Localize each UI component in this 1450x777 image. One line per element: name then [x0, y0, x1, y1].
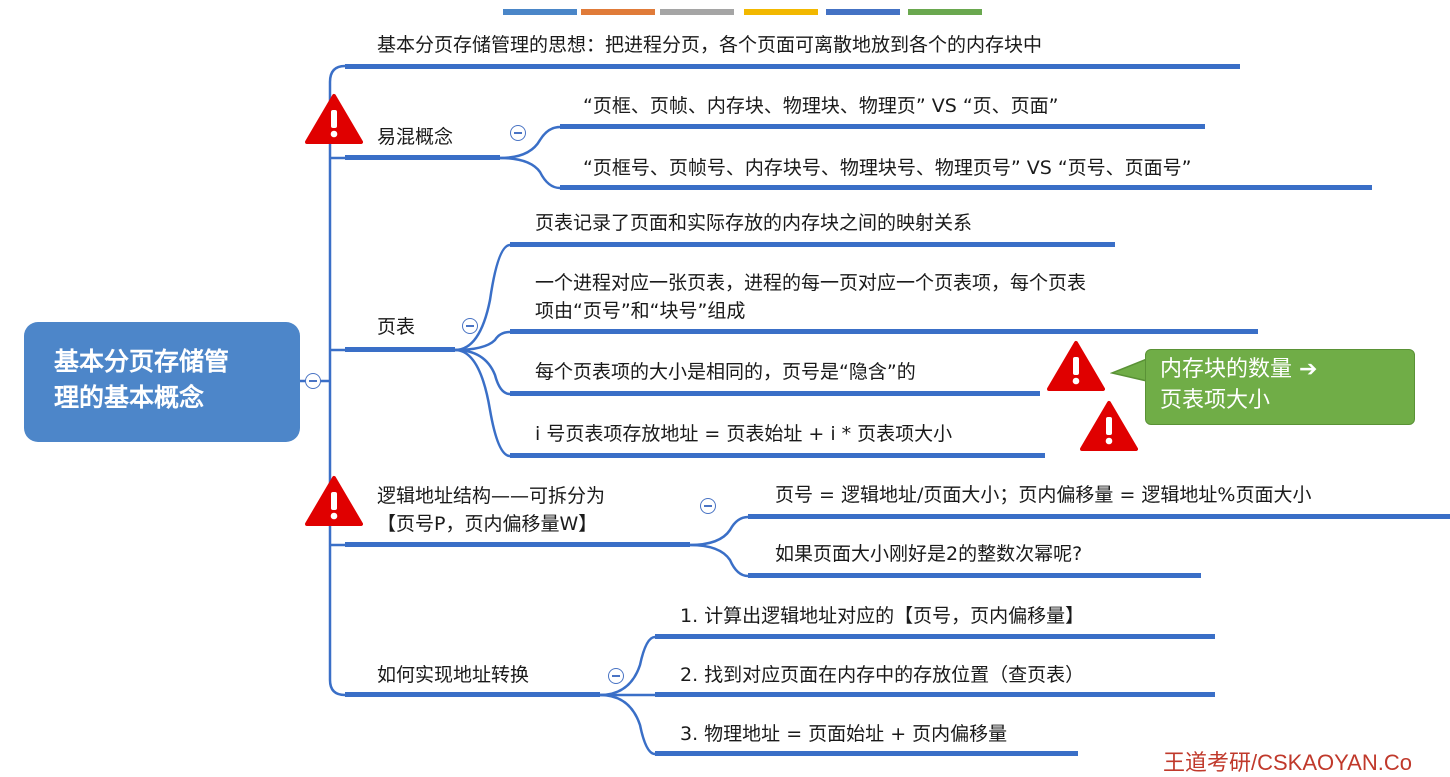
branch-idea-underline [345, 64, 1240, 69]
page-table-item-4: i 号页表项存放地址 = 页表始址 + i * 页表项大小 [535, 423, 953, 445]
confusing-item-1: “页框、页帧、内存块、物理块、物理页” VS “页、页面” [583, 95, 1059, 117]
logical-addr-collapse-toggle[interactable] [700, 498, 716, 514]
translate-item-1-underline [655, 634, 1215, 639]
translate-item-3: 3. 物理地址 = 页面始址 + 页内偏移量 [680, 723, 1008, 745]
top-color-bar-2 [581, 9, 655, 15]
page-table-item-1-underline [510, 242, 1115, 247]
top-color-bar-5 [826, 9, 900, 15]
branch-page-table-underline [345, 347, 455, 352]
confusing-item-2: “页框号、页帧号、内存块号、物理块号、物理页号” VS “页号、页面号” [583, 157, 1192, 179]
logical-addr-item-1-underline [748, 514, 1450, 519]
warning-icon [305, 476, 363, 526]
warning-icon [305, 94, 363, 144]
branch-confusing-label: 易混概念 [377, 126, 454, 148]
page-table-collapse-toggle[interactable] [462, 318, 478, 334]
confusing-item-2-underline [560, 185, 1372, 190]
page-table-item-3-underline [510, 391, 1040, 396]
translate-item-2-underline [655, 692, 1215, 697]
top-color-bar-6 [908, 9, 982, 15]
root-title-line2: 理的基本概念 [54, 383, 205, 412]
root-title-line1: 基本分页存储管 [54, 347, 230, 376]
callout-pointer [1110, 357, 1148, 382]
logical-addr-item-2-underline [748, 573, 1201, 578]
callout-line1: 内存块的数量 ➔ [1160, 357, 1318, 382]
page-table-item-4-underline [510, 453, 1045, 458]
page-table-item-2-line2: 项由“页号”和“块号”组成 [535, 300, 746, 322]
root-collapse-toggle[interactable] [305, 373, 321, 389]
branch-confusing-underline [345, 155, 500, 160]
translate-item-2: 2. 找到对应页面在内存中的存放位置（查页表） [680, 664, 1085, 686]
logical-addr-item-1: 页号 = 逻辑地址/页面大小；页内偏移量 = 逻辑地址%页面大小 [775, 484, 1312, 506]
translate-collapse-toggle[interactable] [608, 668, 624, 684]
page-table-item-3: 每个页表项的大小是相同的，页号是“隐含”的 [535, 361, 916, 383]
warning-icon [1080, 401, 1138, 451]
branch-logical-addr-label-line2: 【页号P，页内偏移量W】 [377, 513, 598, 535]
branch-logical-addr-underline [345, 542, 690, 547]
translate-item-1: 1. 计算出逻辑地址对应的【页号，页内偏移量】 [680, 605, 1085, 627]
warning-icon [1047, 341, 1105, 391]
page-table-item-2-line1: 一个进程对应一张页表，进程的每一页对应一个页表项，每个页表 [535, 272, 1087, 294]
callout-line2: 页表项大小 [1160, 388, 1271, 413]
page-table-item-1: 页表记录了页面和实际存放的内存块之间的映射关系 [535, 212, 973, 234]
branch-translate-underline [345, 692, 600, 697]
top-color-bar-4 [744, 9, 818, 15]
footer-brand: 王道考研/CSKAOYAN.Co [1163, 750, 1412, 775]
branch-translate-label: 如何实现地址转换 [377, 664, 530, 686]
branch-logical-addr-label-line1: 逻辑地址结构——可拆分为 [377, 485, 606, 507]
page-table-item-2-underline [510, 329, 1258, 334]
branch-idea-text: 基本分页存储管理的思想：把进程分页，各个页面可离散地放到各个的内存块中 [377, 34, 1043, 56]
root-node[interactable]: 基本分页存储管 理的基本概念 [24, 322, 300, 442]
confusing-collapse-toggle[interactable] [510, 125, 526, 141]
callout-note: 内存块的数量 ➔ 页表项大小 [1145, 349, 1415, 425]
logical-addr-item-2: 如果页面大小刚好是2的整数次幂呢? [775, 543, 1083, 565]
translate-item-3-underline [655, 751, 1078, 756]
top-color-bar-3 [660, 9, 734, 15]
top-color-bar-1 [503, 9, 577, 15]
branch-page-table-label: 页表 [377, 316, 416, 338]
confusing-item-1-underline [560, 124, 1205, 129]
